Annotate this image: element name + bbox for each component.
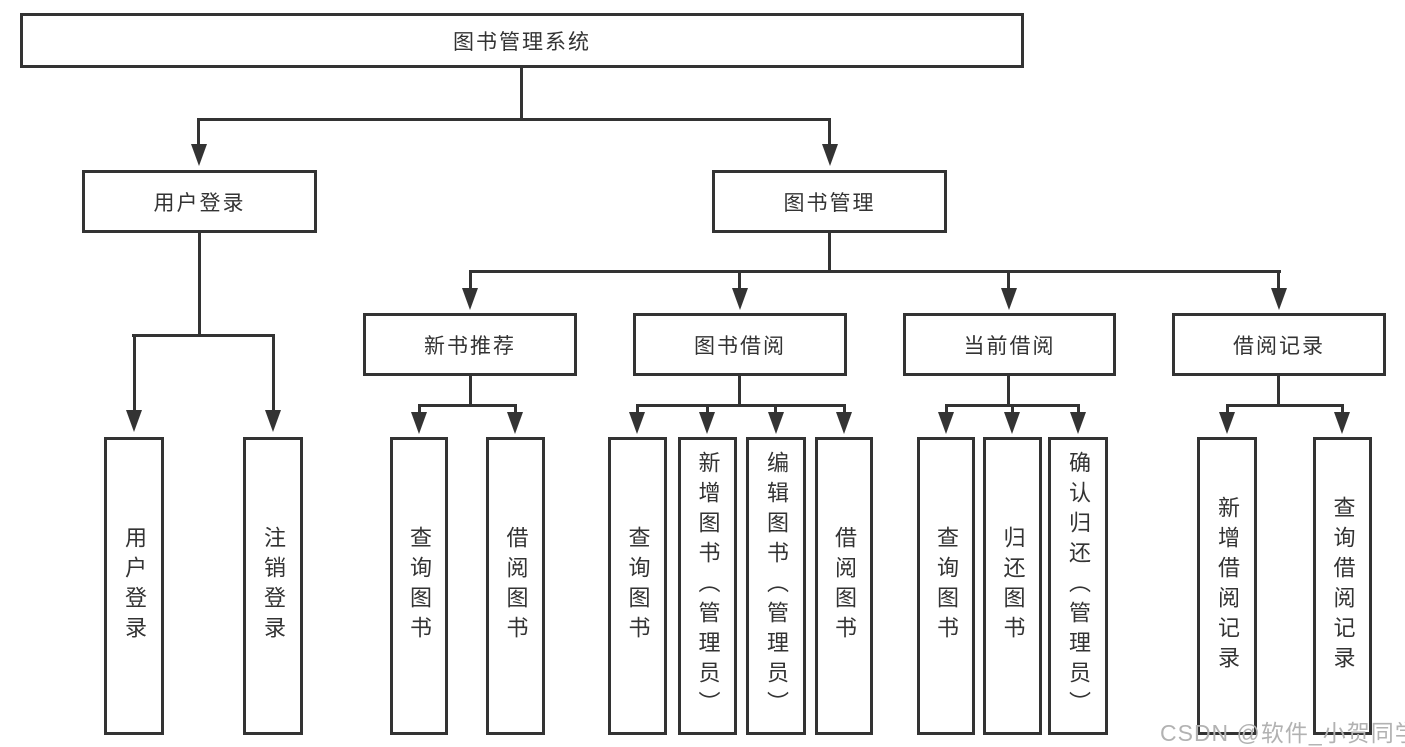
leaf-bb-query-books: 查询图书 — [608, 437, 667, 735]
connector-br-hline — [1226, 404, 1344, 407]
connector-ul-arrow-stem — [272, 334, 275, 412]
leaf-cb-query-books: 查询图书 — [917, 437, 975, 735]
leaf-nb-borrow-books: 借阅图书 — [486, 437, 545, 735]
leaf-bb-add-books-admin: 新增图书（管理员） — [678, 437, 737, 735]
arrow-down-icon — [768, 412, 784, 434]
leaf-nb-borrow-books-label: 借阅图书 — [503, 526, 529, 646]
connector-bb-arrow-stem — [706, 404, 709, 414]
watermark: CSDN @软件_小贺同学 — [1160, 720, 1405, 746]
node-current-borrow: 当前借阅 — [903, 313, 1116, 376]
connector-ul-hline — [132, 334, 274, 337]
node-user-login: 用户登录 — [82, 170, 317, 233]
connector-ul-stem — [198, 233, 201, 337]
node-book-management: 图书管理 — [712, 170, 947, 233]
arrow-down-icon — [265, 410, 281, 432]
connector-nb-arrow-stem — [418, 404, 421, 414]
arrow-down-icon — [836, 412, 852, 434]
leaf-bb-query-books-label: 查询图书 — [625, 526, 651, 646]
leaf-br-query-record: 查询借阅记录 — [1313, 437, 1372, 735]
connector-nb-hline — [418, 404, 517, 407]
connector-nb-stem — [469, 376, 472, 406]
leaf-user-login: 用户登录 — [104, 437, 164, 735]
arrow-down-icon — [938, 412, 954, 434]
arrow-down-icon — [1219, 412, 1235, 434]
connector-br-arrow-stem — [1226, 404, 1229, 414]
leaf-nb-query-books-label: 查询图书 — [407, 526, 432, 646]
connector-user-login-stem — [197, 118, 200, 146]
node-borrow-records: 借阅记录 — [1172, 313, 1386, 376]
connector-bm-stem — [828, 233, 831, 273]
arrow-down-icon — [411, 412, 427, 434]
arrow-down-icon — [1070, 412, 1086, 434]
connector-bb-arrow-stem — [774, 404, 777, 414]
connector-ul-arrow-stem — [133, 334, 136, 412]
connector-br-arrow-stem — [1341, 404, 1344, 414]
connector-bb-arrow-stem — [636, 404, 639, 414]
root-label: 图书管理系统 — [453, 30, 591, 54]
leaf-bb-borrow-books-label: 借阅图书 — [832, 526, 857, 646]
leaf-bb-edit-books-admin: 编辑图书（管理员） — [746, 437, 806, 735]
node-new-book-recommend-label: 新书推荐 — [424, 334, 516, 358]
leaf-cb-return-books-label: 归还图书 — [1000, 526, 1026, 646]
leaf-br-add-record: 新增借阅记录 — [1197, 437, 1257, 735]
root-box: 图书管理系统 — [20, 13, 1024, 68]
leaf-cb-query-books-label: 查询图书 — [934, 526, 959, 646]
leaf-br-add-record-label: 新增借阅记录 — [1215, 496, 1240, 676]
node-current-borrow-label: 当前借阅 — [963, 334, 1056, 358]
connector-book-mgmt-stem — [828, 118, 831, 146]
arrow-down-icon — [629, 412, 645, 434]
connector-bb-hline — [636, 404, 846, 407]
leaf-logout-label: 注销登录 — [261, 526, 286, 646]
node-user-login-label: 用户登录 — [153, 191, 246, 215]
connector-l3-arrow-stem — [469, 270, 472, 290]
leaf-nb-query-books: 查询图书 — [390, 437, 448, 735]
node-book-borrow-label: 图书借阅 — [694, 334, 786, 358]
connector-l3-arrow-stem — [1277, 270, 1280, 290]
arrow-down-icon — [699, 412, 715, 434]
arrow-down-icon — [191, 144, 207, 166]
connector-cb-arrow-stem — [1011, 404, 1014, 414]
connector-l3-arrow-stem — [738, 270, 741, 290]
arrow-down-icon — [822, 144, 838, 166]
arrow-down-icon — [462, 288, 478, 310]
arrow-down-icon — [1271, 288, 1287, 310]
connector-nb-arrow-stem — [514, 404, 517, 414]
leaf-bb-add-books-admin-label: 新增图书（管理员） — [695, 451, 721, 721]
leaf-cb-confirm-return-admin-label: 确认归还（管理员） — [1066, 451, 1091, 721]
arrow-down-icon — [1004, 412, 1020, 434]
arrow-down-icon — [1001, 288, 1017, 310]
arrow-down-icon — [732, 288, 748, 310]
connector-cb-arrow-stem — [1077, 404, 1080, 414]
connector-l3-arrow-stem — [1007, 270, 1010, 290]
connector-level1-hline — [197, 118, 831, 121]
connector-level3-hline — [469, 270, 1281, 273]
connector-bb-arrow-stem — [843, 404, 846, 414]
arrow-down-icon — [1334, 412, 1350, 434]
arrow-down-icon — [507, 412, 523, 434]
node-new-book-recommend: 新书推荐 — [363, 313, 577, 376]
connector-cb-stem — [1007, 376, 1010, 406]
leaf-cb-return-books: 归还图书 — [983, 437, 1042, 735]
leaf-user-login-label: 用户登录 — [122, 526, 147, 646]
node-borrow-records-label: 借阅记录 — [1233, 334, 1325, 358]
connector-bb-stem — [738, 376, 741, 406]
node-book-management-label: 图书管理 — [783, 191, 876, 215]
leaf-logout: 注销登录 — [243, 437, 303, 735]
leaf-bb-edit-books-admin-label: 编辑图书（管理员） — [764, 451, 789, 721]
connector-br-stem — [1277, 376, 1280, 406]
leaf-cb-confirm-return-admin: 确认归还（管理员） — [1048, 437, 1108, 735]
node-book-borrow: 图书借阅 — [633, 313, 847, 376]
leaf-br-query-record-label: 查询借阅记录 — [1330, 496, 1356, 676]
arrow-down-icon — [126, 410, 142, 432]
connector-cb-arrow-stem — [945, 404, 948, 414]
leaf-bb-borrow-books: 借阅图书 — [815, 437, 873, 735]
connector-root-stem — [520, 68, 523, 120]
